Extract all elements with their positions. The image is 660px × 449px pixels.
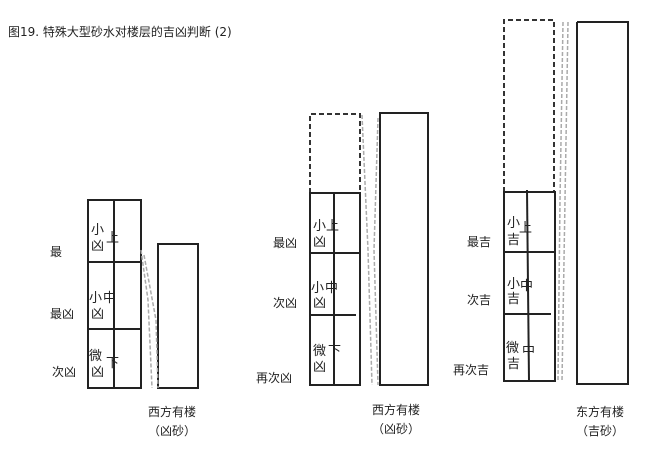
cell-floor: 中	[520, 279, 533, 294]
cell-floor: 上	[106, 231, 119, 246]
diagram-west-2: 最凶 次凶 再次凶 小 凶 上 小 凶 中 微 凶 下 西方有楼 （凶砂）	[256, 112, 429, 436]
sand-outline	[143, 254, 159, 389]
side-label: 次吉	[467, 293, 491, 307]
side-label: 最凶	[50, 307, 74, 321]
diagram-east: 最吉 次吉 再次吉 小 吉 上 小 吉 中 微 吉 中 东方有楼 （吉砂）	[453, 19, 629, 438]
cell-label: 凶	[91, 307, 104, 322]
side-label: 最凶	[273, 236, 297, 250]
sand-outline	[140, 249, 153, 389]
cell-label: 小	[311, 281, 324, 296]
side-label: 再次吉	[453, 363, 489, 377]
future-floors-outline	[503, 19, 555, 192]
future-floors-outline	[309, 113, 361, 193]
cell-label: 小	[89, 291, 102, 306]
cell-label: 小	[507, 216, 520, 231]
sub-caption: （凶砂）	[372, 422, 420, 436]
caption: 西方有楼	[372, 402, 420, 417]
cell-label: 凶	[313, 296, 326, 311]
cell-label: 吉	[507, 357, 520, 372]
sand-outline	[561, 21, 569, 382]
cell-floor: 中	[325, 281, 338, 296]
cell-label: 凶	[313, 235, 326, 250]
caption: 东方有楼	[576, 404, 624, 419]
cell-floor: 上	[519, 221, 532, 236]
cell-label: 吉	[507, 233, 520, 248]
neighbor-building	[157, 243, 199, 389]
sub-caption: （凶砂）	[148, 424, 196, 438]
cell-floor: 下	[106, 356, 119, 371]
cell-label: 凶	[313, 360, 326, 375]
side-label: 次凶	[52, 365, 76, 379]
diagram-west-1: 最 最凶 次凶 小 凶 上 小 凶 中 微 凶 下 西方有楼 （凶砂）	[50, 199, 199, 438]
cell-label: 小	[507, 277, 520, 292]
caption: 西方有楼	[148, 404, 196, 419]
grid-divider	[526, 189, 530, 382]
sub-caption: （吉砂）	[576, 424, 624, 438]
side-label: 再次凶	[256, 371, 292, 385]
cell-label: 微	[89, 349, 102, 364]
cell-floor: 中	[522, 344, 535, 359]
cell-label: 小	[91, 223, 104, 238]
cell-floor: 下	[328, 344, 341, 359]
side-label: 次凶	[273, 296, 297, 310]
side-label: 最吉	[467, 235, 491, 249]
cell-label: 小	[313, 219, 326, 234]
cell-floor: 中	[103, 291, 116, 306]
sand-outline	[557, 21, 564, 382]
building-grid	[503, 191, 556, 382]
cell-label: 凶	[91, 365, 104, 380]
figure-title: 图19. 特殊大型砂水对楼层的吉凶判断 (2)	[8, 24, 232, 39]
cell-label: 凶	[91, 239, 104, 254]
neighbor-building	[576, 21, 629, 385]
cell-floor: 上	[326, 219, 339, 234]
sand-outline	[373, 117, 379, 386]
cell-label: 吉	[507, 292, 520, 307]
cell-label: 微	[313, 344, 326, 359]
neighbor-building	[379, 112, 429, 386]
side-label: 最	[50, 245, 62, 259]
sand-outline	[361, 114, 373, 386]
cell-label: 微	[506, 341, 519, 356]
